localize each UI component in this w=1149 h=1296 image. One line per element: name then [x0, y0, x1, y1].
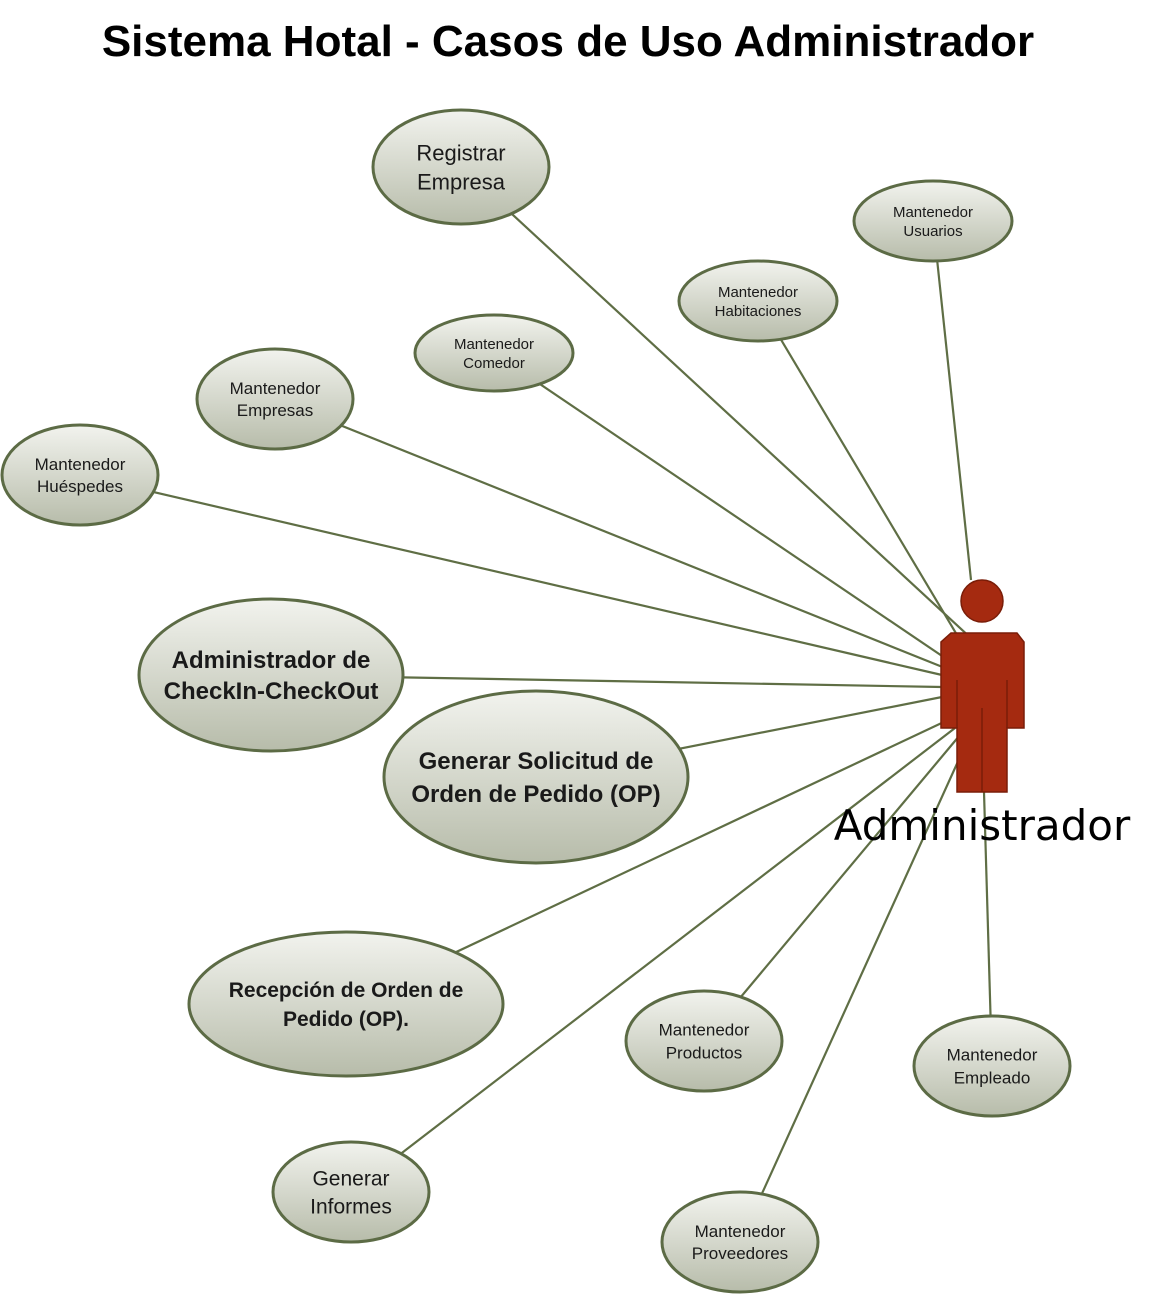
use-case-ellipse: [137, 597, 405, 753]
association-line-mantenedor-comedor: [493, 352, 949, 661]
use-case-label-line: Recepción de Orden de: [229, 979, 464, 1002]
use-cases: RegistrarEmpresaMantenedorUsuariosManten…: [0, 108, 1072, 1294]
use-case-ellipse: [624, 989, 784, 1093]
actor-head: [960, 579, 1004, 623]
use-case-label-line: Mantenedor: [718, 284, 798, 301]
use-case-label-line: Habitaciones: [715, 303, 802, 320]
use-case-label-line: Huéspedes: [37, 477, 123, 496]
use-case-ellipse: [382, 689, 690, 865]
use-case-label-line: Productos: [666, 1044, 743, 1063]
use-case-label-line: Empresa: [417, 169, 506, 194]
use-case-ellipse: [413, 313, 575, 393]
use-case-label-line: Proveedores: [692, 1244, 788, 1263]
use-case-ellipse: [912, 1014, 1072, 1118]
use-case-label-line: Mantenedor: [659, 1021, 750, 1040]
use-case-label-line: Pedido (OP).: [283, 1008, 409, 1031]
use-case-ellipse: [852, 179, 1014, 263]
association-line-generar-informes: [350, 727, 956, 1193]
use-case-label-line: Comedor: [463, 355, 525, 372]
use-case-ellipse: [0, 423, 160, 527]
association-line-registrar-empresa: [460, 166, 974, 641]
actor-label: Administrador: [834, 801, 1131, 850]
use-case-label-line: Empresas: [237, 401, 314, 420]
use-case-ellipse: [371, 108, 551, 226]
association-line-mantenedor-productos: [703, 734, 961, 1042]
use-case-label-line: Mantenedor: [893, 204, 973, 221]
use-case-administrador-checkin-checkout[interactable]: Administrador de CheckIn-CheckOut: [137, 597, 405, 753]
use-case-ellipse: [195, 347, 355, 451]
use-case-ellipse: [271, 1140, 431, 1244]
use-case-label-line: Mantenedor: [947, 1046, 1038, 1065]
use-case-label-line: Administrador de: [172, 647, 371, 674]
association-line-mantenedor-huespedes: [79, 473, 943, 677]
use-case-label-line: CheckIn-CheckOut: [164, 678, 379, 705]
use-case-label-line: Mantenedor: [230, 379, 321, 398]
use-case-label-line: Empleado: [954, 1069, 1031, 1088]
use-case-ellipse: [677, 259, 839, 343]
use-case-label-line: Mantenedor: [695, 1222, 786, 1241]
use-case-label-line: Mantenedor: [454, 336, 534, 353]
use-case-ellipse: [187, 930, 505, 1078]
use-case-label-line: Informes: [310, 1196, 392, 1219]
use-case-label-line: Orden de Pedido (OP): [411, 781, 660, 808]
use-case-generar-solicitud-op[interactable]: Generar Solicitud de Orden de Pedido (OP): [382, 689, 690, 865]
use-case-label-line: Registrar: [416, 140, 505, 165]
association-line-mantenedor-empresas: [274, 397, 946, 670]
use-case-label-line: Generar: [312, 1168, 389, 1191]
association-line-mantenedor-proveedores: [738, 734, 972, 1243]
association-line-mantenedor-usuarios: [931, 220, 973, 581]
use-case-recepcion-orden-pedido[interactable]: Recepción de Orden de Pedido (OP).: [187, 930, 505, 1078]
use-case-label-line: Mantenedor: [35, 455, 126, 474]
use-case-label-line: Generar Solicitud de: [419, 748, 654, 775]
association-line-mantenedor-habitaciones: [757, 300, 961, 641]
use-case-ellipse: [660, 1190, 820, 1294]
actor-administrador[interactable]: Administrador: [834, 579, 1131, 850]
use-case-label-line: Usuarios: [903, 223, 962, 240]
diagram-title: Sistema Hotal - Casos de Uso Administrad…: [102, 17, 1034, 66]
